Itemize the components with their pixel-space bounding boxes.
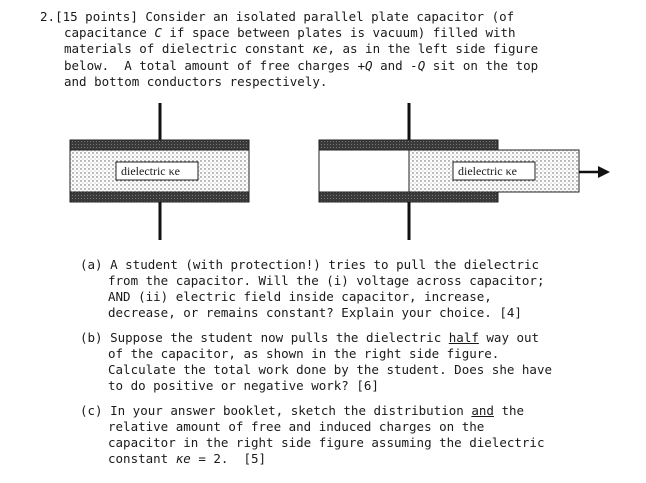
intro-line-4: below. A total amount of free charges +Q… xyxy=(64,58,539,73)
part-b-line-4: to do positive or negative work? [6] xyxy=(108,378,379,393)
part-a-line-4: decrease, or remains constant? Explain y… xyxy=(108,305,522,320)
left-top-plate xyxy=(69,139,250,151)
part-a-line-1: (a) A student (with protection!) tries t… xyxy=(80,257,540,272)
right-dielectric-label: dielectric κe xyxy=(458,164,518,178)
part-a-line-3: AND (ii) electric field inside capacitor… xyxy=(108,289,492,304)
part-c-line-1: (c) In your answer booklet, sketch the d… xyxy=(80,403,525,418)
pull-arrow-icon xyxy=(579,166,610,178)
problem-points: [15 points] xyxy=(55,9,138,24)
intro-line-2: capacitance C if space between plates is… xyxy=(64,25,516,40)
part-b-line-3: Calculate the total work done by the stu… xyxy=(108,362,553,377)
intro-line-5: and bottom conductors respectively. xyxy=(64,74,328,89)
left-dielectric-label: dielectric κe xyxy=(121,164,181,178)
part-c-line-2: relative amount of free and induced char… xyxy=(108,419,485,434)
part-a-label: (a) xyxy=(80,257,103,272)
part-c-line-4: constant κe = 2. [5] xyxy=(108,451,267,466)
left-bottom-plate xyxy=(69,191,250,203)
part-c-line-3: capacitor in the right side figure assum… xyxy=(108,435,545,450)
part-b-label: (b) xyxy=(80,330,103,345)
intro-line-1: Consider an isolated parallel plate capa… xyxy=(145,9,515,24)
problem-header: 2.[15 points] Consider an isolated paral… xyxy=(40,9,514,25)
part-c-label: (c) xyxy=(80,403,103,418)
part-a-line-2: from the capacitor. Will the (i) voltage… xyxy=(108,273,545,288)
right-top-plate xyxy=(318,139,499,151)
part-b-line-1: (b) Suppose the student now pulls the di… xyxy=(80,330,540,345)
right-bottom-plate xyxy=(318,191,499,203)
part-b-line-2: of the capacitor, as shown in the right … xyxy=(108,346,500,361)
intro-line-3: materials of dielectric constant κe, as … xyxy=(64,41,539,56)
problem-number: 2. xyxy=(40,9,56,24)
